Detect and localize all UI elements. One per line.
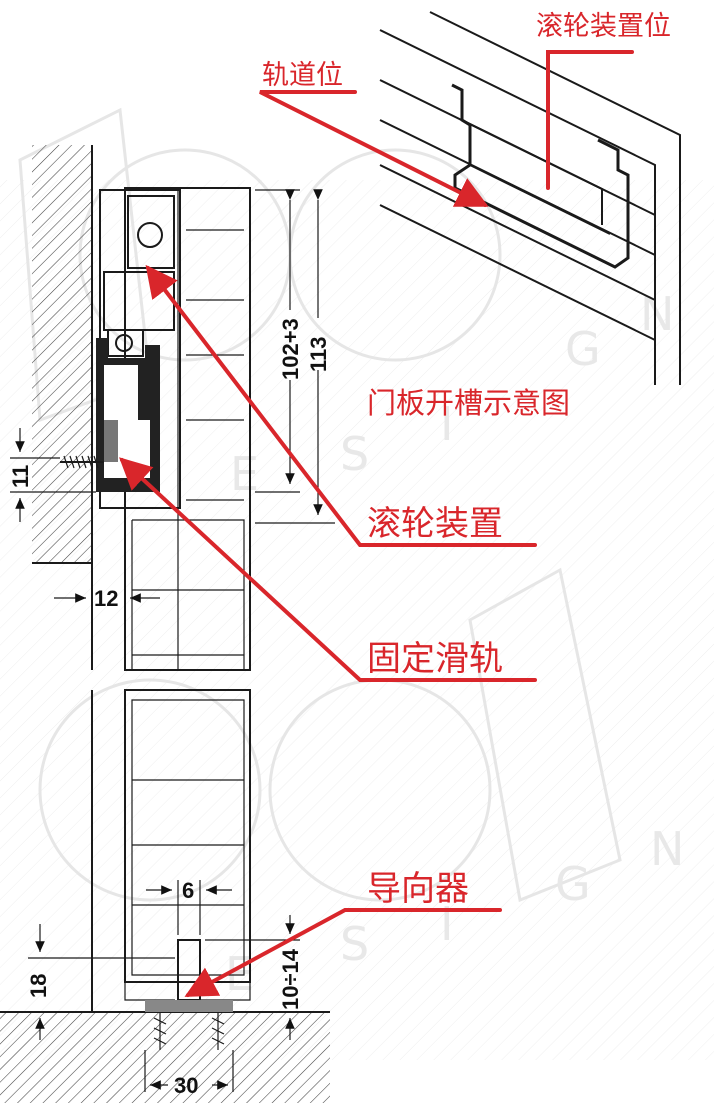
dimension-102: 102+3: [255, 189, 303, 493]
dimension-10-14-label: 10÷14: [278, 948, 303, 1010]
label-groove-diagram: 门板开槽示意图: [367, 386, 570, 420]
dimension-113: 113: [255, 189, 335, 524]
floor-guide: [145, 939, 233, 1050]
door-panel: [91, 187, 251, 1012]
dimension-12: 12: [54, 586, 160, 611]
label-guide: 导向器: [367, 869, 469, 909]
dimension-11: 11: [8, 428, 96, 522]
dimension-102-label: 102+3: [278, 318, 303, 380]
dimension-113-label: 113: [306, 337, 331, 373]
dimension-18: 18: [26, 924, 175, 1040]
label-fixed-rail: 固定滑轨: [367, 639, 503, 679]
svg-text:E: E: [230, 447, 259, 501]
svg-text:G: G: [565, 322, 601, 376]
dimension-12-label: 12: [94, 586, 118, 611]
svg-text:N: N: [650, 822, 684, 876]
dimension-18-label: 18: [26, 974, 51, 998]
dimension-30-label: 30: [174, 1073, 198, 1098]
wall: [32, 145, 93, 564]
svg-text:S: S: [340, 427, 369, 481]
dimension-30: 30: [144, 1050, 234, 1098]
fixed-rail: [96, 338, 160, 492]
svg-text:G: G: [555, 857, 591, 911]
dimension-11-label: 11: [8, 465, 33, 488]
wall-screw-icon: [60, 455, 104, 469]
floor: [0, 1011, 330, 1103]
red-leader-lines: [119, 50, 634, 997]
watermark: E S I G N E S I G N: [0, 107, 714, 1060]
dimension-10-14: 10÷14: [205, 915, 303, 1040]
svg-text:I: I: [440, 397, 454, 451]
label-roller-position: 滚轮装置位: [536, 11, 671, 42]
svg-text:S: S: [340, 917, 369, 971]
dimension-6-label: 6: [182, 878, 194, 903]
label-roller-device: 滚轮装置: [367, 504, 503, 544]
dimension-6: 6: [146, 878, 232, 935]
label-track-position: 轨道位: [262, 60, 343, 91]
